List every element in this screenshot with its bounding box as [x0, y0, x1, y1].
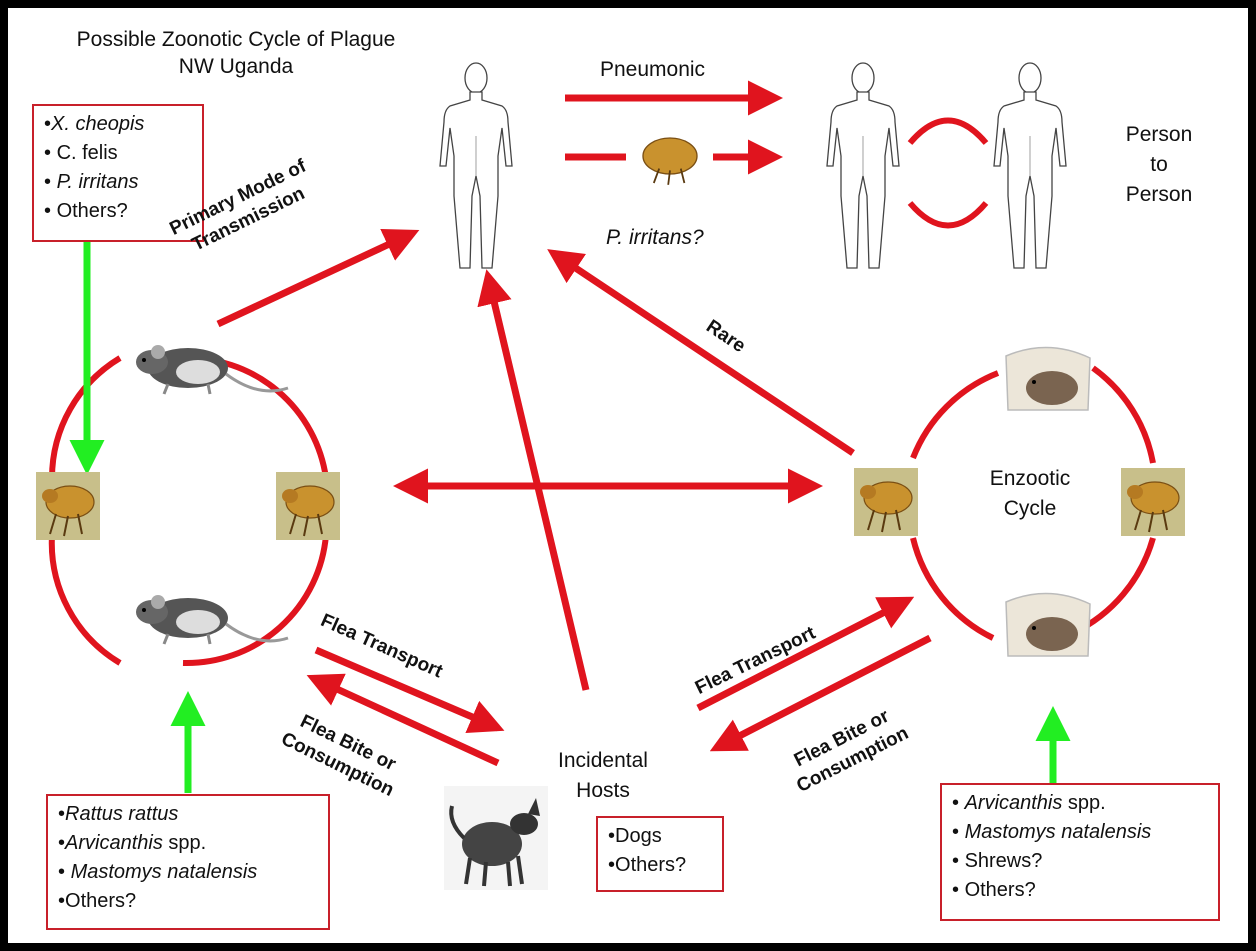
primary-mode-arrow — [218, 233, 413, 324]
flea-left-inner — [276, 472, 340, 540]
flea-right-outer — [1121, 468, 1185, 536]
flea-left-outer — [36, 472, 100, 540]
person-to-person-label: Person to Person — [1114, 120, 1204, 210]
rodent-species-box: •Rattus rattus •Arvicanthis spp. • Masto… — [46, 794, 330, 930]
human-figure-main — [440, 63, 512, 268]
enzootic-item: • Mastomys natalensis — [952, 818, 1208, 847]
enzootic-item: • Others? — [952, 876, 1208, 905]
rodent-item: •Rattus rattus — [58, 800, 318, 829]
title-line-2: NW Uganda — [26, 53, 446, 80]
flea-right-inner — [854, 468, 918, 536]
pneumonic-label: Pneumonic — [600, 58, 705, 82]
vector-item: • C. felis — [44, 139, 192, 168]
diagram-canvas: { "title": { "line1": "Possible Zoonotic… — [8, 8, 1248, 943]
rodent-item: •Arvicanthis spp. — [58, 829, 318, 858]
vector-item: •X. cheopis — [44, 110, 192, 139]
flea-human — [643, 138, 697, 185]
rodent-item: •Others? — [58, 887, 318, 916]
enzootic-item: • Arvicanthis spp. — [952, 789, 1208, 818]
incidental-item: •Dogs — [608, 822, 712, 851]
enzootic-item: • Shrews? — [952, 847, 1208, 876]
incidental-hosts-label: Incidental Hosts — [548, 746, 658, 806]
title-line-1: Possible Zoonotic Cycle of Plague — [26, 26, 446, 53]
person-to-person-bracket-top — [910, 121, 986, 144]
rat-top — [136, 345, 288, 394]
p-irritans-label: P. irritans? — [606, 226, 704, 250]
person-to-person-bracket-bottom — [910, 203, 986, 226]
flea-transport-right-arrow — [698, 600, 908, 708]
rodent-item: • Mastomys natalensis — [58, 858, 318, 887]
rare-arrow — [553, 253, 853, 453]
burrow-rodent-bottom — [1006, 593, 1090, 656]
incidental-hosts-box: •Dogs •Others? — [596, 816, 724, 892]
human-figure-right — [994, 63, 1066, 268]
enzootic-cycle-label: Enzootic Cycle — [980, 464, 1080, 524]
dog-etching — [444, 786, 548, 890]
enzootic-species-box: • Arvicanthis spp. • Mastomys natalensis… — [940, 783, 1220, 921]
incidental-item: •Others? — [608, 851, 712, 880]
vector-item: • P. irritans — [44, 168, 192, 197]
diagram-title: Possible Zoonotic Cycle of Plague NW Uga… — [26, 26, 446, 80]
human-figure-left — [827, 63, 899, 268]
burrow-rodent-top — [1006, 347, 1090, 410]
